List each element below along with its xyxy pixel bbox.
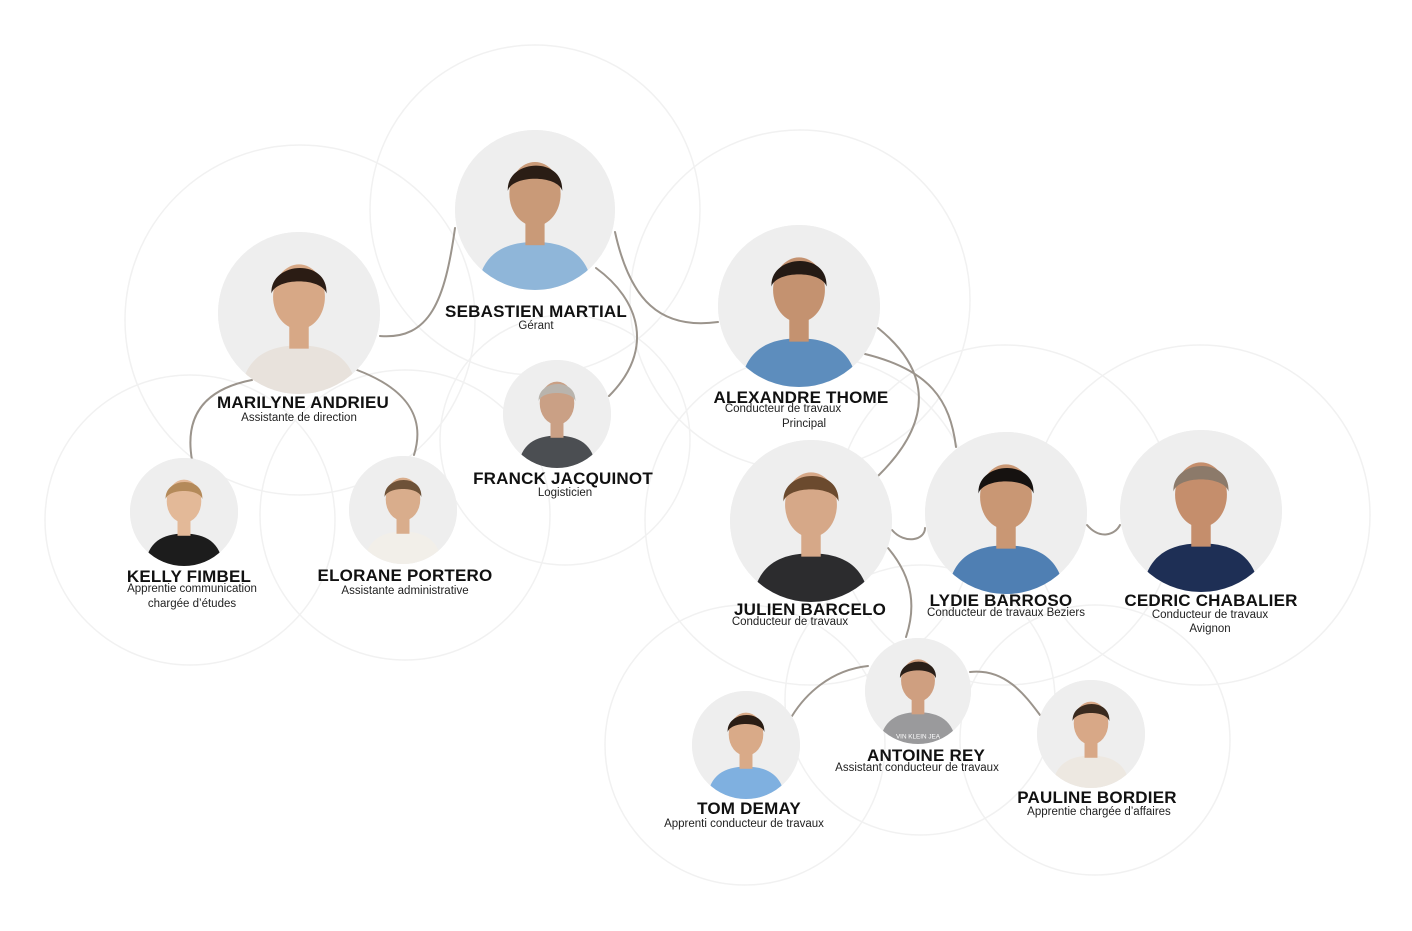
role-marilyne: Assistante de direction	[241, 412, 357, 424]
connector-lydie-cedric	[1086, 524, 1121, 536]
portrait-photo	[218, 232, 380, 394]
photo-hair	[1173, 466, 1229, 492]
avatar-kelly	[130, 458, 238, 566]
avatar-elorane	[349, 456, 457, 564]
photo-neck	[1084, 740, 1098, 758]
name-pauline: PAULINE BORDIER	[1017, 788, 1177, 807]
photo-torso	[145, 533, 223, 566]
avatar-antoine: VIN KLEIN JEA	[865, 638, 971, 744]
portrait-photo	[925, 432, 1087, 594]
name-sebastien: SEBASTIEN MARTIAL	[445, 302, 627, 321]
photo-torso	[240, 345, 358, 394]
photo-neck	[177, 518, 191, 536]
connector-sebastien-marilyne	[379, 227, 456, 338]
name-lydie: LYDIE BARROSO	[929, 591, 1073, 610]
portrait-photo	[503, 360, 611, 468]
photo-torso	[518, 435, 596, 468]
photo-neck	[396, 516, 410, 534]
photo-torso	[752, 553, 870, 602]
role-elorane: Assistante administrative	[341, 585, 469, 597]
avatar-cedric	[1120, 430, 1282, 592]
photo-hair	[783, 476, 839, 502]
photo-torso	[707, 766, 785, 799]
photo-hair	[165, 482, 203, 500]
connector-antoine-pauline	[969, 670, 1041, 716]
name-elorane: ELORANE PORTERO	[317, 566, 493, 585]
photo-torso	[364, 531, 442, 564]
avatar-tom	[692, 691, 800, 799]
role-tom: Apprenti conducteur de travaux	[664, 818, 824, 830]
photo-neck	[911, 697, 925, 715]
role-alexandre-line1: Conducteur de travaux	[724, 403, 842, 415]
photo-neck	[1191, 520, 1211, 547]
name-cedric: CEDRIC CHABALIER	[1124, 591, 1298, 610]
photo-hair	[727, 715, 765, 733]
avatar-sebastien	[455, 130, 615, 290]
photo-hair	[271, 268, 327, 294]
name-antoine: ANTOINE REY	[866, 746, 986, 765]
role-alexandre-line2: Principal	[781, 418, 827, 430]
photo-neck	[996, 522, 1016, 549]
connector-sebastien-alexandre	[614, 231, 719, 325]
portrait-photo	[1120, 430, 1282, 592]
role-cedric-line1: Conducteur de travaux	[1151, 609, 1269, 621]
role-kelly-line2: chargée d’études	[147, 598, 237, 610]
avatar-marilyne	[218, 232, 380, 394]
avatar-franck	[503, 360, 611, 468]
photo-torso	[1052, 755, 1130, 788]
photo-torso	[1142, 543, 1260, 592]
portrait-photo	[130, 458, 238, 566]
name-kelly: KELLY FIMBEL	[126, 567, 252, 586]
photo-neck	[739, 751, 753, 769]
photo-shirt-text: VIN KLEIN JEA	[896, 734, 941, 741]
name-franck: FRANCK JACQUINOT	[473, 469, 653, 488]
photo-hair	[978, 468, 1034, 494]
avatar-alexandre	[718, 225, 880, 387]
portrait-photo	[692, 691, 800, 799]
connector-julien-lydie	[891, 527, 926, 541]
photo-torso	[947, 545, 1065, 594]
photo-neck	[789, 315, 809, 342]
photo-neck	[801, 530, 821, 557]
connector-julien-antoine	[887, 547, 913, 638]
photo-hair	[899, 661, 937, 679]
connector-alexandre-lydie	[864, 353, 957, 448]
photo-hair	[771, 261, 827, 287]
portrait-photo	[455, 130, 615, 290]
photo-hair	[538, 384, 576, 402]
portrait-photo: VIN KLEIN JEA	[865, 638, 971, 744]
portrait-photo	[349, 456, 457, 564]
photo-neck	[289, 322, 309, 349]
role-sebastien: Gérant	[518, 320, 554, 332]
role-pauline: Apprentie chargée d’affaires	[1027, 806, 1171, 818]
photo-neck	[525, 219, 545, 246]
connector-alexandre-julien	[877, 327, 920, 477]
role-lydie: Conducteur de travaux Beziers	[927, 607, 1085, 619]
role-kelly-line1: Apprentie communication	[127, 583, 257, 595]
photo-hair	[507, 165, 563, 191]
role-cedric-line2: Avignon	[1189, 623, 1231, 635]
connector-antoine-tom	[791, 665, 869, 717]
avatar-lydie	[925, 432, 1087, 594]
photo-torso	[879, 712, 957, 744]
portrait-photo	[718, 225, 880, 387]
photo-hair	[384, 480, 422, 498]
photo-torso	[477, 242, 593, 290]
photo-hair	[1072, 704, 1110, 722]
avatar-julien	[730, 440, 892, 602]
role-franck: Logisticien	[537, 487, 593, 499]
name-marilyne: MARILYNE ANDRIEU	[217, 393, 389, 412]
avatar-pauline	[1037, 680, 1145, 788]
name-alexandre: ALEXANDRE THOME	[713, 388, 889, 407]
photo-neck	[550, 420, 564, 438]
portrait-photo	[1037, 680, 1145, 788]
role-antoine: Assistant conducteur de travaux	[835, 762, 999, 774]
name-tom: TOM DEMAY	[697, 799, 801, 818]
photo-torso	[740, 338, 858, 387]
name-julien: JULIEN BARCELO	[733, 600, 887, 619]
portrait-photo	[730, 440, 892, 602]
role-julien: Conducteur de travaux	[731, 616, 849, 628]
